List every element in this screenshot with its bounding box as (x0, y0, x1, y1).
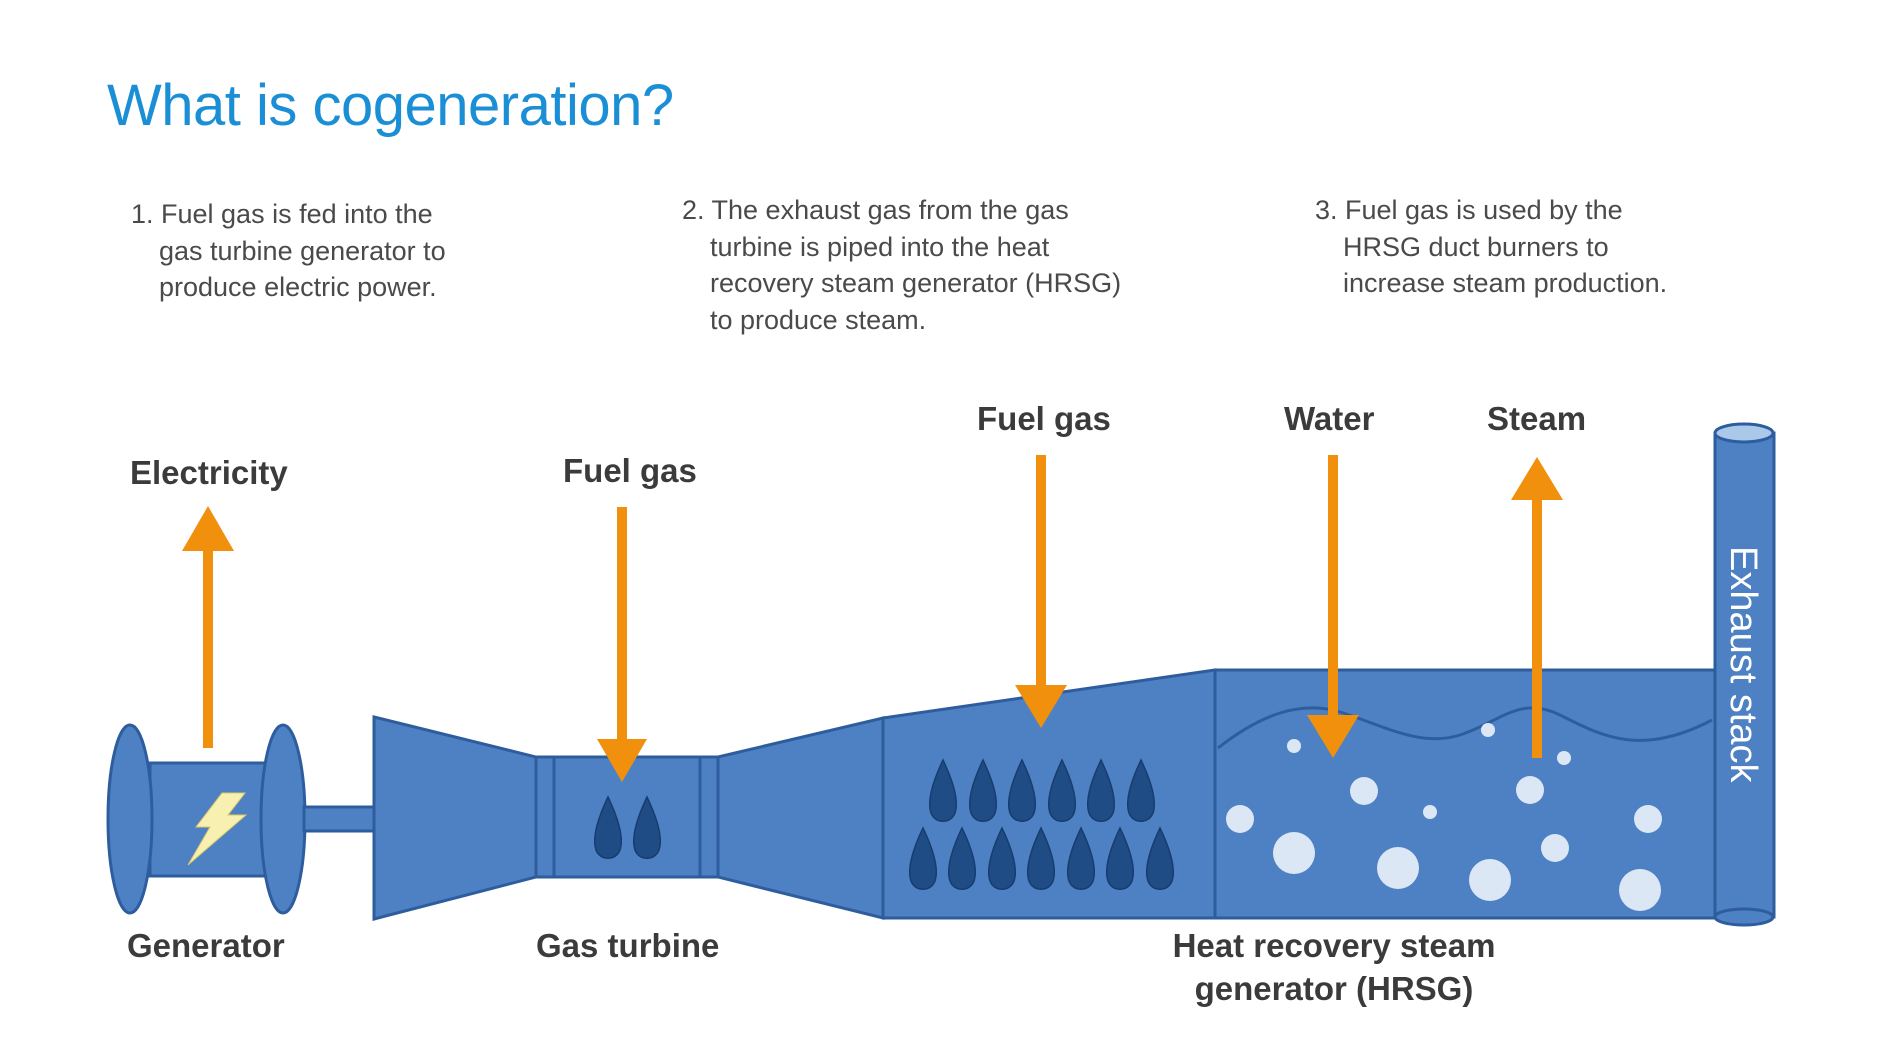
generator-left-end (106, 723, 154, 915)
generator-right-end (259, 723, 307, 915)
arrow-down-icon (1015, 685, 1067, 728)
turbine-chamber (552, 755, 702, 879)
exhaust-stack-label: Exhaust stack (1722, 546, 1764, 784)
generator-shaft (302, 805, 376, 833)
steam-arrow-shaft (1532, 498, 1542, 758)
step-3-text: 3. Fuel gas is used by the HRSG duct bur… (1315, 192, 1667, 302)
flame-icon (1087, 758, 1115, 822)
step-1-line-2: gas turbine generator to (159, 235, 446, 266)
bubble-icon (1287, 739, 1301, 753)
step-2-line-3: recovery steam generator (HRSG) (710, 268, 1122, 298)
water-surface-line (1217, 706, 1713, 750)
bubble-icon (1377, 847, 1419, 889)
arrow-down-icon (597, 739, 647, 782)
exhaust-stack-top (1713, 422, 1775, 444)
gas-turbine-label: Gas turbine (536, 927, 719, 964)
step-3-line-1: 3. Fuel gas is used by the (1315, 195, 1623, 225)
bubble-icon (1634, 805, 1662, 833)
flame-icon (948, 826, 976, 890)
turbine-ring-left (534, 755, 556, 879)
flame-icon (1008, 758, 1036, 822)
flame-icon (1067, 826, 1095, 890)
flame-icon (929, 758, 957, 822)
flame-icon (1146, 826, 1174, 890)
step-2-text: 2. The exhaust gas from the gas turbine … (682, 192, 1121, 338)
flame-icon (1027, 826, 1055, 890)
bubble-icon (1423, 805, 1437, 819)
bubble-icon (1541, 834, 1569, 862)
fuel-gas-turbine-arrow-shaft (617, 507, 627, 742)
bubble-icon (1557, 751, 1571, 765)
fuel-gas-hrsg-arrow-shaft (1036, 455, 1046, 687)
bubble-icon (1350, 777, 1378, 805)
bubble-icon (1481, 723, 1495, 737)
hrsg-label-line-1: Heat recovery steam (1173, 927, 1496, 964)
flame-icon (988, 826, 1016, 890)
flame-icon (1048, 758, 1076, 822)
step-1-line-1: 1. Fuel gas is fed into the (131, 199, 433, 229)
flame-icon (969, 758, 997, 822)
page-title: What is cogeneration? (107, 73, 674, 138)
electricity-label: Electricity (130, 454, 288, 491)
step-2-line-1: 2. The exhaust gas from the gas (682, 195, 1069, 225)
arrow-down-icon (1307, 715, 1359, 758)
generator-label: Generator (127, 927, 285, 964)
step-2-line-4: to produce steam. (710, 304, 927, 335)
fuel-gas-turbine-label: Fuel gas (563, 452, 697, 489)
flame-icon (633, 795, 661, 859)
flame-icon (594, 795, 622, 859)
exhaust-stack-base (1713, 907, 1775, 927)
step-3-line-3: increase steam production. (1343, 268, 1668, 298)
turbine-exhaust-cone (716, 716, 885, 920)
bubble-icon (1469, 859, 1511, 901)
fuel-gas-hrsg-label: Fuel gas (977, 400, 1111, 437)
lightning-bolt-icon (187, 792, 248, 866)
step-3-line-2: HRSG duct burners to (1343, 231, 1609, 262)
step-1-text: 1. Fuel gas is fed into the gas turbine … (131, 196, 446, 306)
flame-icon (1127, 758, 1155, 822)
step-1-line-3: produce electric power. (159, 272, 437, 302)
turbine-ring-right (698, 755, 720, 879)
bubble-icon (1273, 832, 1315, 874)
flame-icon (909, 826, 937, 890)
bubble-icon (1619, 869, 1661, 911)
water-label: Water (1284, 400, 1375, 437)
bubble-icon (1516, 776, 1544, 804)
water-arrow-shaft (1328, 455, 1338, 718)
hrsg-label-line-2: generator (HRSG) (1195, 970, 1474, 1007)
bubble-icon (1226, 805, 1254, 833)
turbine-intake-cone (372, 715, 538, 921)
arrow-up-icon (182, 506, 234, 551)
arrow-up-icon (1511, 457, 1563, 500)
step-2-line-2: turbine is piped into the heat (710, 231, 1050, 262)
exhaust-stack (1713, 431, 1776, 919)
electricity-arrow-shaft (203, 550, 213, 748)
flame-icon (1106, 826, 1134, 890)
steam-label: Steam (1487, 400, 1586, 437)
